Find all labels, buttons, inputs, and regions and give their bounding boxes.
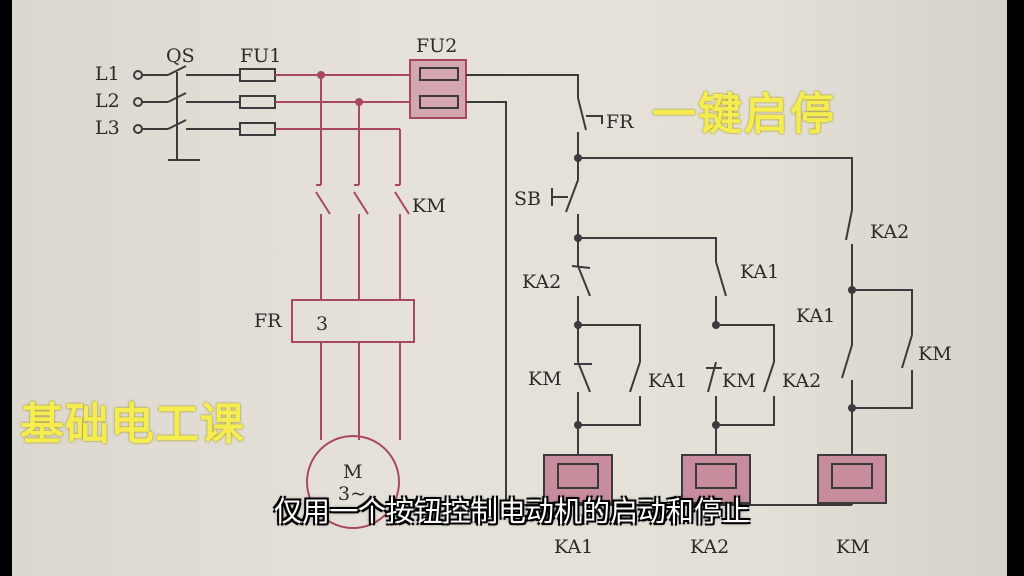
video-title-overlay: 一键启停 [652, 89, 836, 140]
label-coil-ka2: KA2 [690, 536, 729, 558]
label-fu1: FU1 [240, 45, 281, 67]
label-coil-ka1: KA1 [554, 536, 593, 558]
label-fr-contact: FR [606, 111, 634, 133]
label-fu2: FU2 [416, 35, 457, 57]
label-ka1-no: KA1 [648, 370, 687, 392]
label-ka1-col3: KA1 [796, 305, 835, 327]
label-motor: M [343, 461, 362, 483]
label-coil-km: KM [836, 536, 870, 558]
component-labels: L1 L2 L3 QS FU1 FU2 KM FR 3 M 3~ FR SB K… [95, 35, 952, 558]
label-l1: L1 [95, 63, 120, 85]
video-subtitle: 仅用一个按钮控制电动机的启动和停止 [273, 495, 750, 528]
power-circuit [133, 65, 420, 529]
label-motor-phase: 3~ [338, 483, 366, 505]
label-qs: QS [166, 45, 195, 67]
label-sb: SB [514, 188, 541, 210]
label-fr-number: 3 [316, 313, 328, 335]
label-ka2-nc: KA2 [522, 271, 561, 293]
coil-ka1 [543, 454, 613, 504]
label-ka2-top: KA2 [870, 221, 909, 243]
label-km-nc2: KM [722, 370, 756, 392]
label-km-col3: KM [918, 343, 952, 365]
label-km-nc1: KM [528, 368, 562, 390]
coil-ka2 [681, 454, 751, 504]
label-ka1-contact: KA1 [740, 261, 779, 283]
label-l3: L3 [95, 117, 120, 139]
relay-coils [543, 454, 887, 504]
fu2-fuses [409, 59, 467, 119]
label-l2: L2 [95, 90, 120, 112]
label-km-main: KM [412, 195, 446, 217]
label-ka2-no: KA2 [782, 370, 821, 392]
label-fr-main: FR [254, 310, 282, 332]
course-name-overlay: 基础电工课 [20, 399, 245, 450]
